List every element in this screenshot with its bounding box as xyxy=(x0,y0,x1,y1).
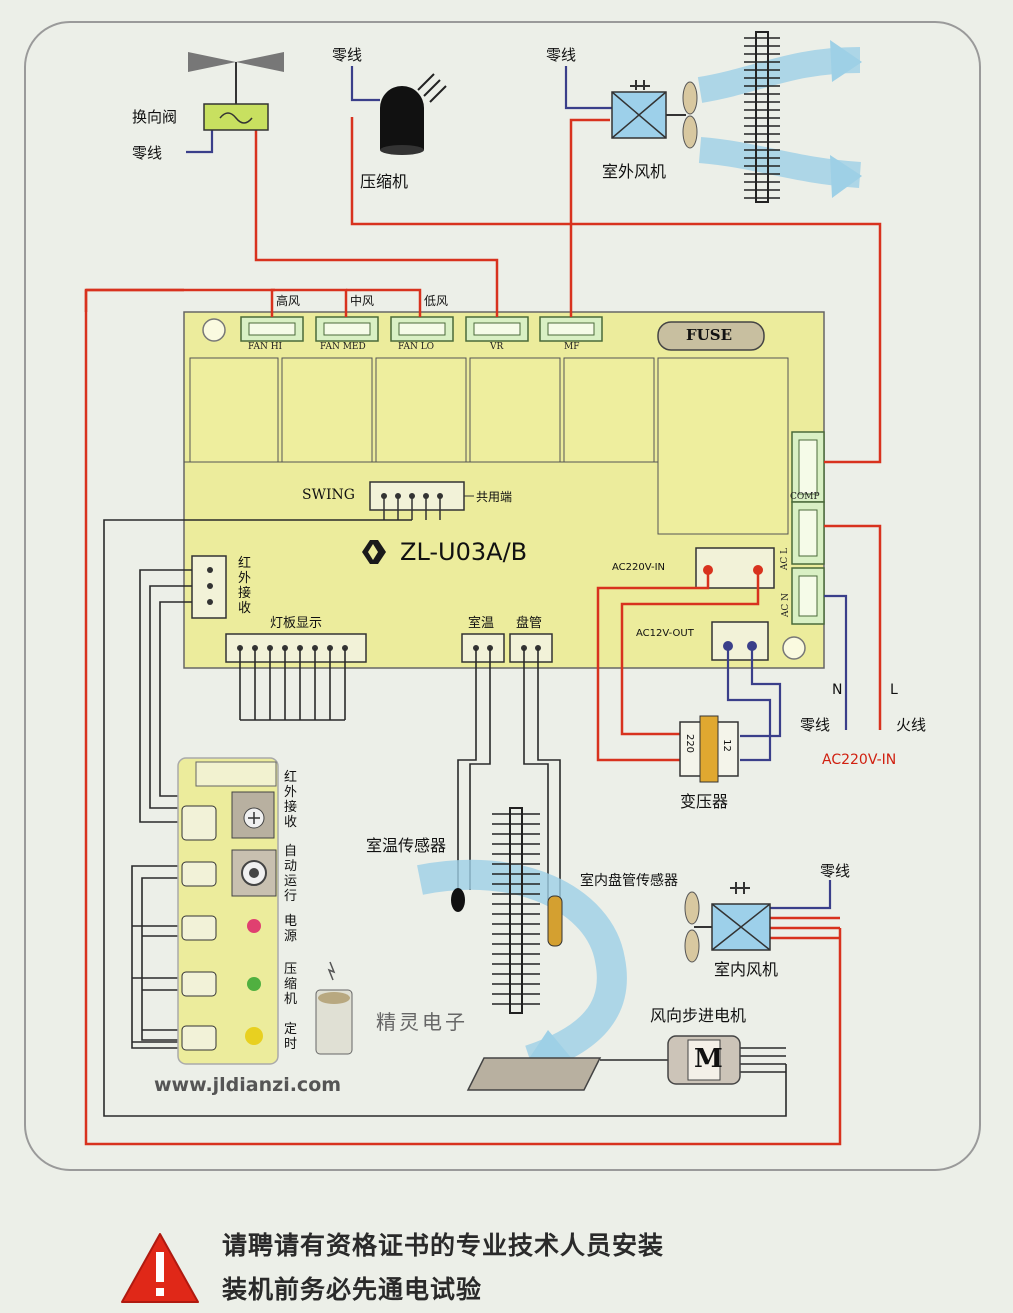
live-wires xyxy=(84,117,882,1146)
label-panel-ir: 红外接收 xyxy=(284,770,298,830)
label-outdoor-fan: 室外风机 xyxy=(602,162,667,181)
fuse xyxy=(657,321,765,351)
indoor-heat-exchanger-icon xyxy=(492,807,540,1014)
power-led-icon xyxy=(247,919,261,933)
label-ac220v-in-board: AC220V-IN xyxy=(612,562,666,573)
label-neutral-valve: 零线 xyxy=(132,144,163,162)
timer-led-icon xyxy=(245,1027,263,1045)
label-neutral-fan: 零线 xyxy=(546,46,577,64)
label-fan-med: FAN MED xyxy=(320,342,366,352)
capacitor-icon xyxy=(315,961,353,1055)
led-display-connector xyxy=(225,633,367,663)
indoor-fan-motor-icon xyxy=(684,882,771,963)
label-n: N xyxy=(832,682,843,698)
relay xyxy=(375,357,467,463)
label-fan-hi: FAN HI xyxy=(248,342,283,352)
label-ac-l: AC L xyxy=(780,547,791,571)
mount-hole-tl xyxy=(202,318,226,342)
warning-line-2: 装机前务必先通电试验 xyxy=(222,1275,483,1304)
stepper-motor-icon xyxy=(667,1035,741,1085)
label-mf: MF xyxy=(564,342,580,352)
relay xyxy=(563,357,655,463)
label-panel-timer: 定时 xyxy=(284,1022,298,1052)
label-ir-receiver-board: 红外接收 xyxy=(238,556,252,616)
label-room-sensor: 室温传感器 xyxy=(366,836,447,855)
relay xyxy=(281,357,373,463)
coil-connector xyxy=(509,633,553,663)
warning-triangle-icon xyxy=(121,1233,199,1303)
terminal-ac-n xyxy=(791,567,825,625)
label-fuse: FUSE xyxy=(686,326,732,344)
diagram-frame xyxy=(24,21,981,1171)
reversing-valve-icon xyxy=(188,52,284,131)
control-board xyxy=(183,311,825,669)
room-temp-sensor-icon xyxy=(451,888,465,912)
label-coil-sensor: 室内盘管传感器 xyxy=(580,873,678,889)
coil-sensor-icon xyxy=(547,895,563,947)
outdoor-fan-motor-icon xyxy=(611,80,698,149)
terminal-comp xyxy=(791,431,825,503)
label-ac-n: AC N xyxy=(781,592,792,618)
label-reversing-valve: 换向阀 xyxy=(132,108,178,126)
neutral-wires xyxy=(186,66,848,910)
label-indoor-neutral: 零线 xyxy=(820,862,851,880)
label-led-display: 灯板显示 xyxy=(270,616,323,631)
label-fan-lo: FAN LO xyxy=(398,342,435,352)
label-common: 共用端 xyxy=(476,490,513,504)
louver-icon xyxy=(466,1057,602,1091)
label-coil: 盘管 xyxy=(516,616,543,631)
label-speed-high: 高风 xyxy=(276,294,301,308)
ir-receiver-connector xyxy=(191,555,227,619)
label-comp: COMP xyxy=(790,492,820,502)
compressor-icon xyxy=(380,73,447,155)
outdoor-heat-exchanger-icon xyxy=(744,31,780,203)
label-stepper-motor: 风向步进电机 xyxy=(650,1006,747,1025)
label-speed-low: 低风 xyxy=(424,294,449,308)
label-vr: VR xyxy=(490,342,504,352)
label-transformer: 变压器 xyxy=(680,792,729,811)
outdoor-airflow-arrow xyxy=(697,40,862,198)
label-ac220v-in: AC220V-IN xyxy=(822,752,897,768)
label-compressor: 压缩机 xyxy=(360,172,409,191)
label-l: L xyxy=(890,682,898,698)
terminal-fan-lo xyxy=(390,316,454,342)
mount-hole-br xyxy=(782,636,806,660)
label-ac12v-out: AC12V-OUT xyxy=(636,628,694,639)
relay xyxy=(189,357,279,463)
label-neutral-power: 零线 xyxy=(800,716,831,734)
label-panel-power: 电源 xyxy=(284,914,298,944)
label-indoor-fan: 室内风机 xyxy=(714,960,779,979)
terminal-fan-med xyxy=(315,316,379,342)
label-transformer-primary: 220 xyxy=(684,733,696,754)
label-neutral-compressor: 零线 xyxy=(332,46,363,64)
brand-name: 精灵电子 xyxy=(376,1010,468,1034)
transformer-icon xyxy=(679,715,739,783)
ac12v-out-terminal xyxy=(711,621,769,661)
terminal-ac-l xyxy=(791,501,825,565)
swing-connector xyxy=(369,481,474,520)
terminal-vr xyxy=(465,316,529,342)
stepper-motor-letter: M xyxy=(694,1044,723,1074)
label-speed-mid: 中风 xyxy=(350,294,375,308)
label-transformer-secondary: 12 xyxy=(720,739,732,752)
display-panel xyxy=(177,757,279,1065)
brand-url: www.jldianzi.com xyxy=(154,1074,342,1096)
label-panel-compressor: 压缩机 xyxy=(284,962,298,1007)
room-temp-connector xyxy=(461,633,505,663)
terminal-fan-hi xyxy=(240,316,304,342)
signal-wires xyxy=(103,519,787,1117)
terminal-mf xyxy=(539,316,603,342)
compressor-led-icon xyxy=(247,977,261,991)
board-logo-icon xyxy=(362,540,386,564)
label-panel-auto: 自动运行 xyxy=(284,844,298,904)
label-room-temp: 室温 xyxy=(468,616,495,631)
compressor-relay xyxy=(657,357,789,535)
label-live-power: 火线 xyxy=(896,716,927,734)
label-swing: SWING xyxy=(302,487,355,503)
relay xyxy=(469,357,561,463)
board-model: ZL-U03A/B xyxy=(400,538,528,566)
warning-line-1: 请聘请有资格证书的专业技术人员安装 xyxy=(222,1231,665,1260)
